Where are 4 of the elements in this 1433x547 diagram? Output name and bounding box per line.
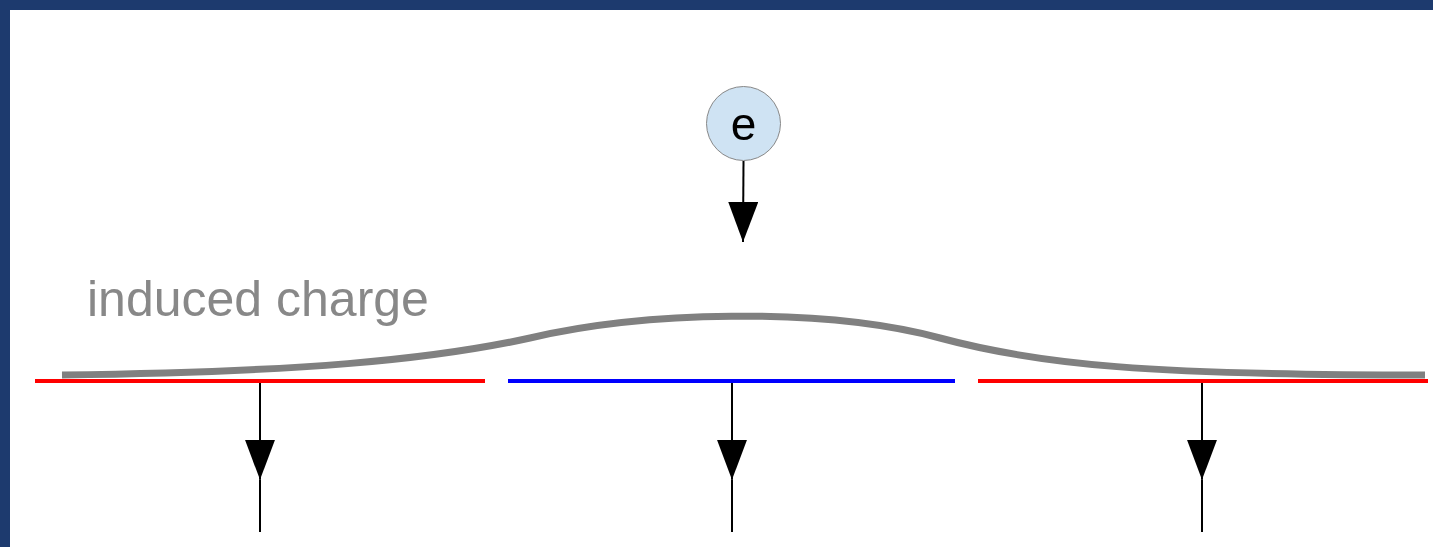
curve-label: induced charge	[87, 270, 429, 328]
electrode-bar	[35, 379, 485, 383]
electrode-bar	[508, 379, 955, 383]
electrode-bar	[978, 379, 1428, 383]
